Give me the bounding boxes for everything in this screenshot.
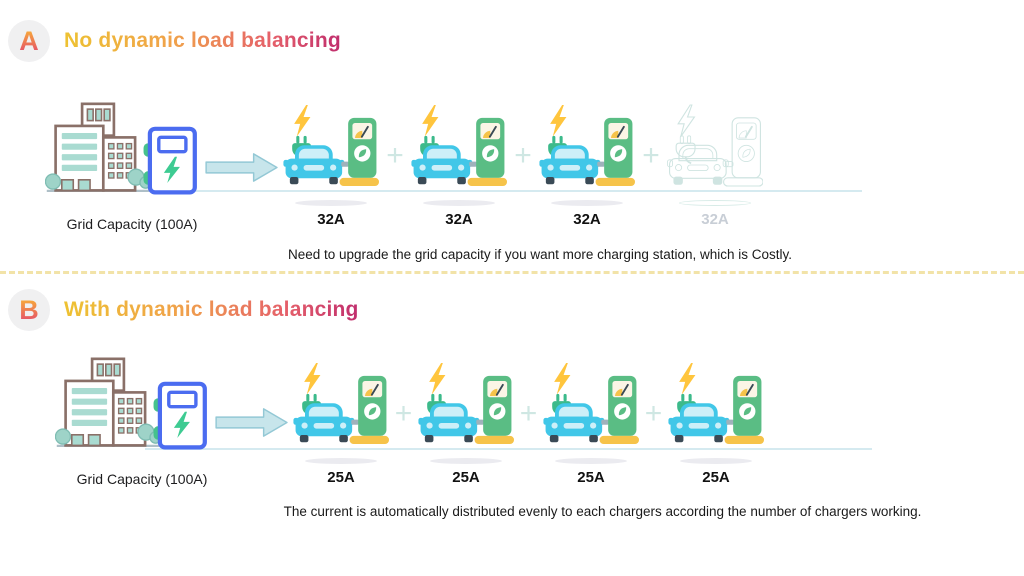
ground-line xyxy=(135,190,862,192)
amperage-label: 32A xyxy=(445,211,473,228)
section-b-title: With dynamic load balancing xyxy=(64,298,359,321)
grid-panel-icon xyxy=(151,381,212,451)
plus-separator: + xyxy=(386,139,404,172)
ground-shadow xyxy=(680,458,752,464)
plus-separator: + xyxy=(519,397,538,430)
plus-separator: + xyxy=(514,139,532,172)
ground-line xyxy=(145,448,872,450)
charger-slot: 32A xyxy=(539,104,635,228)
plus-separator: + xyxy=(642,139,660,172)
section-b-badge: B xyxy=(8,289,50,331)
ground-shadow xyxy=(555,458,627,464)
plus-separator: + xyxy=(644,397,663,430)
section-a-title: No dynamic load balancing xyxy=(64,29,341,52)
ev-charging-station-icon xyxy=(411,104,507,190)
building-icon xyxy=(45,102,151,194)
grid-capacity-label: Grid Capacity (100A) xyxy=(66,216,198,232)
amperage-label: 32A xyxy=(317,211,345,228)
ground-shadow xyxy=(551,200,623,206)
ev-charging-station-icon xyxy=(667,104,763,190)
amperage-label: 25A xyxy=(702,469,730,486)
ground-shadow xyxy=(295,200,367,206)
charger-slot: 25A xyxy=(668,362,764,486)
plus-separator: + xyxy=(394,397,413,430)
ground-shadow xyxy=(423,200,495,206)
amperage-label: 25A xyxy=(577,469,605,486)
charger-slot: 32A xyxy=(411,104,507,228)
ev-charging-station-icon xyxy=(418,362,514,448)
charger-slot: 32A xyxy=(283,104,379,228)
ev-charging-station-icon xyxy=(539,104,635,190)
section-a-badge: A xyxy=(8,20,50,62)
building-icon xyxy=(55,357,161,449)
chargers-row-a: 32A + 32A + 32A + 32A xyxy=(283,104,763,228)
ev-charging-station-icon xyxy=(283,104,379,190)
ground-shadow xyxy=(305,458,377,464)
amperage-label: 25A xyxy=(327,469,355,486)
ev-charging-station-icon xyxy=(668,362,764,448)
amperage-label: 32A xyxy=(573,211,601,228)
chargers-row-b: 25A + 25A + 25A + 25A xyxy=(293,362,764,486)
ground-shadow xyxy=(430,458,502,464)
charger-slot: 25A xyxy=(543,362,639,486)
grid-capacity-label: Grid Capacity (100A) xyxy=(76,471,208,487)
ev-charging-station-icon xyxy=(543,362,639,448)
section-a-badge-letter: A xyxy=(19,25,39,56)
charger-slot: 25A xyxy=(418,362,514,486)
section-b-badge-letter: B xyxy=(19,294,39,325)
amperage-label: 32A xyxy=(701,211,729,228)
section-a-caption: Need to upgrade the grid capacity if you… xyxy=(287,247,792,262)
amperage-label: 25A xyxy=(452,469,480,486)
ev-charging-station-icon xyxy=(293,362,389,448)
section-b-caption: The current is automatically distributed… xyxy=(283,504,922,519)
section-divider xyxy=(0,271,1024,274)
ground-shadow xyxy=(679,200,751,206)
grid-source-group: Grid Capacity (100A) xyxy=(45,100,285,235)
grid-source-group: Grid Capacity (100A) xyxy=(55,355,295,490)
grid-panel-icon xyxy=(141,126,202,196)
charger-slot: 25A xyxy=(293,362,389,486)
flow-arrow-icon xyxy=(215,406,289,439)
flow-arrow-icon xyxy=(205,151,279,184)
charger-slot-inactive: 32A xyxy=(667,104,763,228)
